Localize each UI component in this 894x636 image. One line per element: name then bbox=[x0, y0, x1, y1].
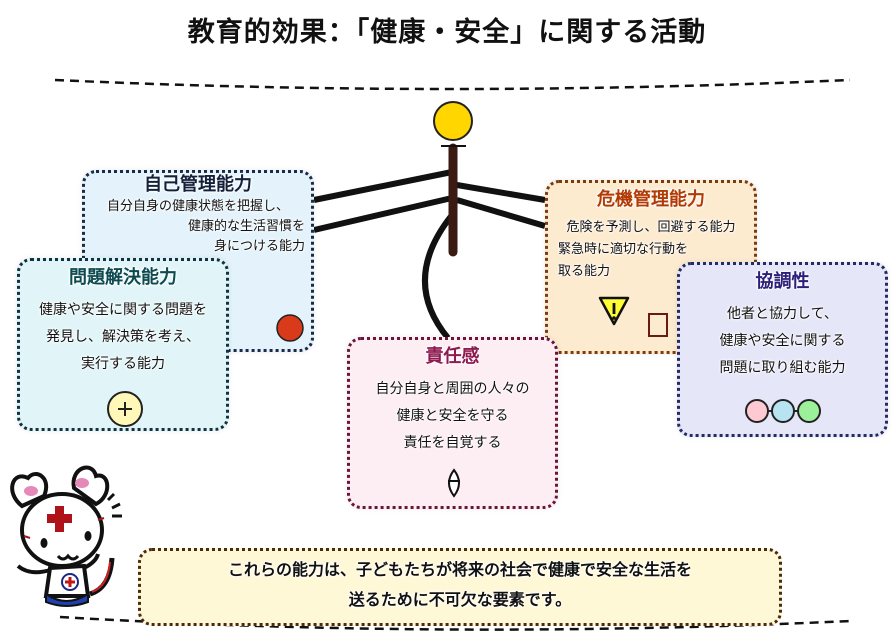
card-line: 緊急時に適切な行動を bbox=[558, 242, 689, 257]
page-title: 教育的効果：「健康・安全」に関する活動 bbox=[187, 17, 707, 48]
card-line: 発見し、解決策を考え、 bbox=[46, 329, 200, 345]
square-icon bbox=[648, 313, 668, 337]
card-line: 責任を自覚する bbox=[403, 435, 502, 451]
connector-crisis-lower bbox=[456, 197, 546, 229]
card-line: 身につける能力 bbox=[213, 239, 305, 254]
card-title: 危機管理能力 bbox=[597, 189, 705, 210]
connector-crisis-upper bbox=[456, 182, 546, 203]
card-title: 協調性 bbox=[755, 271, 810, 292]
plus-circle-icon bbox=[107, 391, 143, 427]
pink-circle bbox=[745, 399, 769, 423]
blue-circle bbox=[771, 399, 795, 423]
card-line: 自分自身の健康状態を把握し、 bbox=[106, 199, 289, 214]
warning-triangle-icon bbox=[598, 296, 630, 326]
card-responsibility: 責任感 自分自身と周囲の人々の 健康と安全を守る 責任を自覚する bbox=[347, 337, 558, 509]
green-circle bbox=[797, 399, 821, 423]
card-line: 危険を予測し、回避する能力 bbox=[566, 220, 736, 235]
card-line: 健康的な生活習慣を bbox=[187, 219, 305, 234]
summary-line: これらの能力は、子どもたちが将来の社会で健康で安全な生活を bbox=[227, 560, 692, 579]
linked-circles-icon bbox=[745, 399, 821, 423]
card-title: 問題解決能力 bbox=[69, 267, 177, 288]
card-line: 健康や安全に関する問題を bbox=[39, 302, 207, 318]
connector-self-upper bbox=[313, 169, 453, 203]
top-dashed-arc bbox=[54, 78, 851, 91]
card-line: 実行する能力 bbox=[81, 356, 165, 372]
card-problem-solving: 問題解決能力 健康や安全に関する問題を 発見し、解決策を考え、 実行する能力 bbox=[17, 258, 229, 431]
card-title: 責任感 bbox=[425, 346, 480, 367]
card-line: 自分自身と周囲の人々の bbox=[375, 381, 530, 397]
card-line: 健康と安全を守る bbox=[396, 408, 509, 424]
card-line: 問題に取り組む能力 bbox=[719, 360, 846, 376]
summary-box: これらの能力は、子どもたちが将来の社会で健康で安全な生活を 送るために不可欠な要… bbox=[138, 548, 782, 626]
card-line: 他者と協力して、 bbox=[727, 306, 838, 322]
card-title: 自己管理能力 bbox=[144, 174, 252, 195]
connector-self-lower bbox=[313, 195, 453, 233]
card-line: 取る能力 bbox=[558, 264, 611, 279]
sun-circle-icon bbox=[433, 101, 473, 141]
red-circle-icon bbox=[276, 314, 304, 342]
lens-icon bbox=[448, 468, 460, 498]
summary-line: 送るために不可欠な要素です。 bbox=[348, 590, 572, 609]
card-cooperation: 協調性 他者と協力して、 健康や安全に関する 問題に取り組む能力 bbox=[677, 262, 888, 437]
connector-responsibility bbox=[421, 213, 455, 340]
card-line: 健康や安全に関する bbox=[719, 333, 846, 349]
red-cross-cat-mascot-icon bbox=[10, 465, 122, 607]
